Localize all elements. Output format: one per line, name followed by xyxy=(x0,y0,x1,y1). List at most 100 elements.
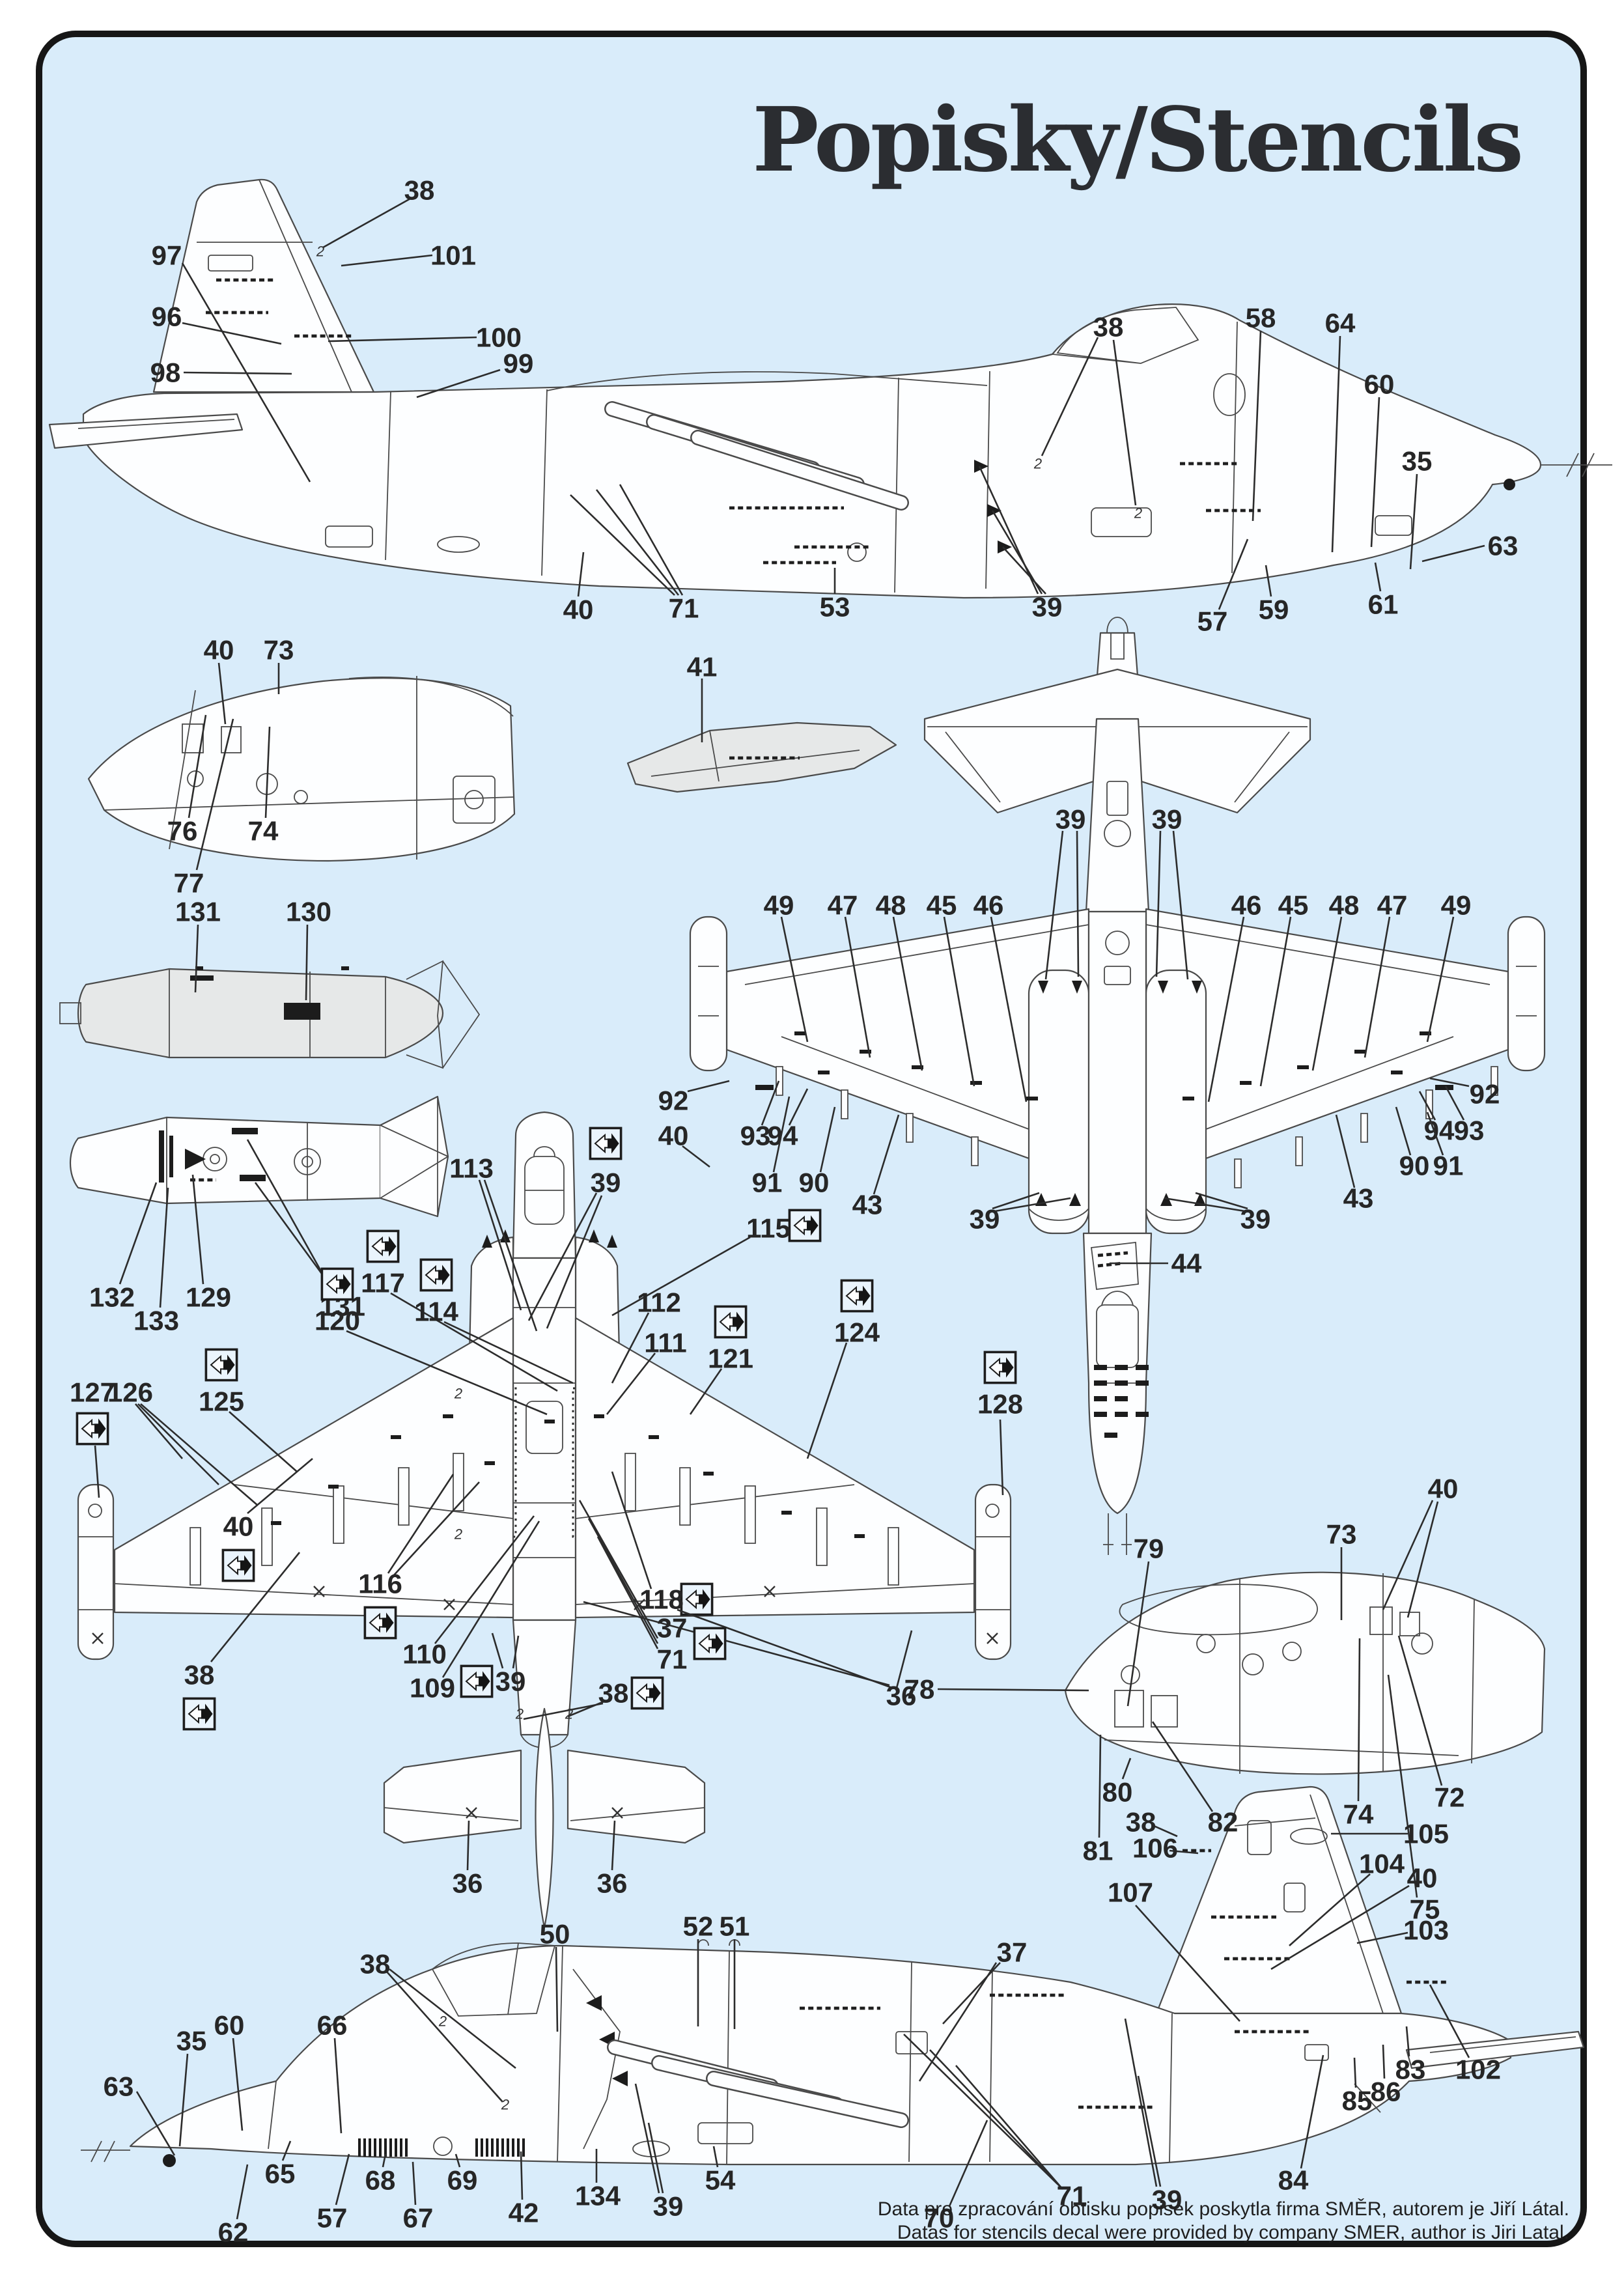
callout-number: 86 xyxy=(1371,2077,1401,2107)
callout-117: 117 xyxy=(361,1229,558,1392)
callout-133: 133 xyxy=(133,1187,179,1336)
leader-line xyxy=(1374,562,1382,592)
callout-number: 112 xyxy=(637,1287,681,1318)
callout-number: 58 xyxy=(1246,303,1276,333)
stencil-direction-icon xyxy=(204,1348,238,1382)
callout-number: 103 xyxy=(1403,1915,1449,1946)
callout-number: 68 xyxy=(365,2165,396,2196)
callout-50: 50 xyxy=(540,1919,570,2032)
callout-47: 47 xyxy=(1364,890,1407,1058)
callout-40: 40 xyxy=(1270,1863,1437,1970)
callout-52: 52 xyxy=(683,1911,713,2026)
callout-number: 36 xyxy=(453,1868,483,1899)
callout-number: 116 xyxy=(358,1569,402,1599)
callout-115: 115 xyxy=(611,1209,822,1317)
leader-line xyxy=(587,1518,659,1644)
callout-41: 41 xyxy=(687,652,718,742)
leader-line xyxy=(578,1500,659,1639)
stencil-direction-icon xyxy=(788,1209,822,1242)
footer-line-1: Data pro zpracování obtisku popisek posk… xyxy=(878,2198,1569,2220)
callout-49: 49 xyxy=(1426,890,1471,1043)
index-mark: 2 xyxy=(1033,456,1042,472)
callout-number: 73 xyxy=(1326,1519,1357,1550)
callout-number: 78 xyxy=(904,1674,935,1705)
callout-number: 92 xyxy=(1470,1079,1500,1110)
callout-71: 71 xyxy=(578,1500,727,1675)
callout-82: 82 xyxy=(1151,1721,1238,1838)
callout-93: 93 xyxy=(1444,1085,1484,1146)
leader-line xyxy=(570,494,675,596)
leader-line xyxy=(1407,1501,1439,1618)
leader-line xyxy=(1387,1674,1418,1898)
callout-103: 103 xyxy=(1356,1915,1449,1946)
callout-number: 133 xyxy=(133,1306,179,1336)
callout-94: 94 xyxy=(1418,1091,1455,1146)
callout-number: 64 xyxy=(1325,308,1356,339)
leader-line xyxy=(443,1321,574,1384)
leader-line xyxy=(1265,565,1272,597)
leader-line xyxy=(140,1403,259,1506)
callout-80: 80 xyxy=(1102,1758,1132,1808)
callout-number: 132 xyxy=(89,1282,135,1313)
callout-69: 69 xyxy=(447,2153,477,2196)
callout-51: 51 xyxy=(720,1911,749,2029)
leader-line xyxy=(619,484,684,596)
callout-number: 35 xyxy=(176,2026,207,2056)
callout-number: 74 xyxy=(248,816,279,847)
fuel-tank-side-art xyxy=(59,960,481,1069)
leader-line xyxy=(387,1474,455,1574)
callout-91: 91 xyxy=(1426,1112,1463,1181)
leader-line xyxy=(611,1820,616,1871)
fuel-tank-bottom-art xyxy=(69,1095,449,1218)
callout-114: 114 xyxy=(414,1258,574,1384)
leader-line xyxy=(188,714,207,819)
callout-number: 134 xyxy=(575,2181,621,2211)
leader-line xyxy=(780,916,809,1043)
callout-61: 61 xyxy=(1368,562,1398,620)
leader-line xyxy=(1112,339,1137,506)
leader-line xyxy=(596,1536,659,1649)
callout-number: 38 xyxy=(1126,1807,1156,1838)
callout-85: 85 xyxy=(1342,2057,1372,2116)
leader-line xyxy=(1426,916,1455,1043)
callout-112: 112 xyxy=(611,1287,681,1384)
callout-number: 54 xyxy=(705,2165,736,2196)
leader-line xyxy=(1124,2018,1158,2187)
callout-98: 98 xyxy=(150,357,292,388)
callout-132: 132 xyxy=(89,1182,158,1313)
stencil-direction-icon xyxy=(419,1258,453,1292)
leader-line xyxy=(567,1700,606,1718)
callout-number: 96 xyxy=(152,301,182,332)
leader-line xyxy=(577,552,585,597)
stencil-direction-icon xyxy=(714,1305,748,1339)
callout-number: 53 xyxy=(820,592,850,623)
stencil-direction-icon xyxy=(840,1279,874,1313)
callout-number: 60 xyxy=(214,2010,245,2041)
leader-line xyxy=(1172,830,1189,980)
leader-line xyxy=(483,1179,538,1332)
callout-35: 35 xyxy=(176,2026,207,2147)
callout-73: 73 xyxy=(1326,1519,1357,1620)
callout-40: 40 xyxy=(204,635,234,725)
leader-line xyxy=(1151,1721,1214,1812)
canopy xyxy=(1052,307,1199,364)
callout-130: 130 xyxy=(286,897,331,1001)
callout-120: 120 xyxy=(315,1267,548,1416)
index-mark: 2 xyxy=(454,1526,462,1543)
callout-72: 72 xyxy=(1397,1635,1464,1813)
callout-number: 71 xyxy=(657,1644,688,1675)
callout-number: 46 xyxy=(973,890,1004,921)
leader-line xyxy=(1270,1884,1410,1970)
callout-37: 37 xyxy=(918,1937,1027,2082)
leader-line xyxy=(393,1481,480,1576)
leader-line xyxy=(634,2083,660,2194)
callout-number: 60 xyxy=(1364,369,1395,400)
leader-line xyxy=(1426,1112,1444,1156)
stencil-direction-icon xyxy=(76,1412,109,1446)
callout-number: 41 xyxy=(687,652,718,682)
callout-77: 77 xyxy=(174,718,234,899)
leader-line xyxy=(1405,2026,1410,2057)
leader-line xyxy=(466,1820,470,1871)
leader-line xyxy=(281,2140,292,2161)
tail-fin-lower xyxy=(1155,1786,1403,2015)
